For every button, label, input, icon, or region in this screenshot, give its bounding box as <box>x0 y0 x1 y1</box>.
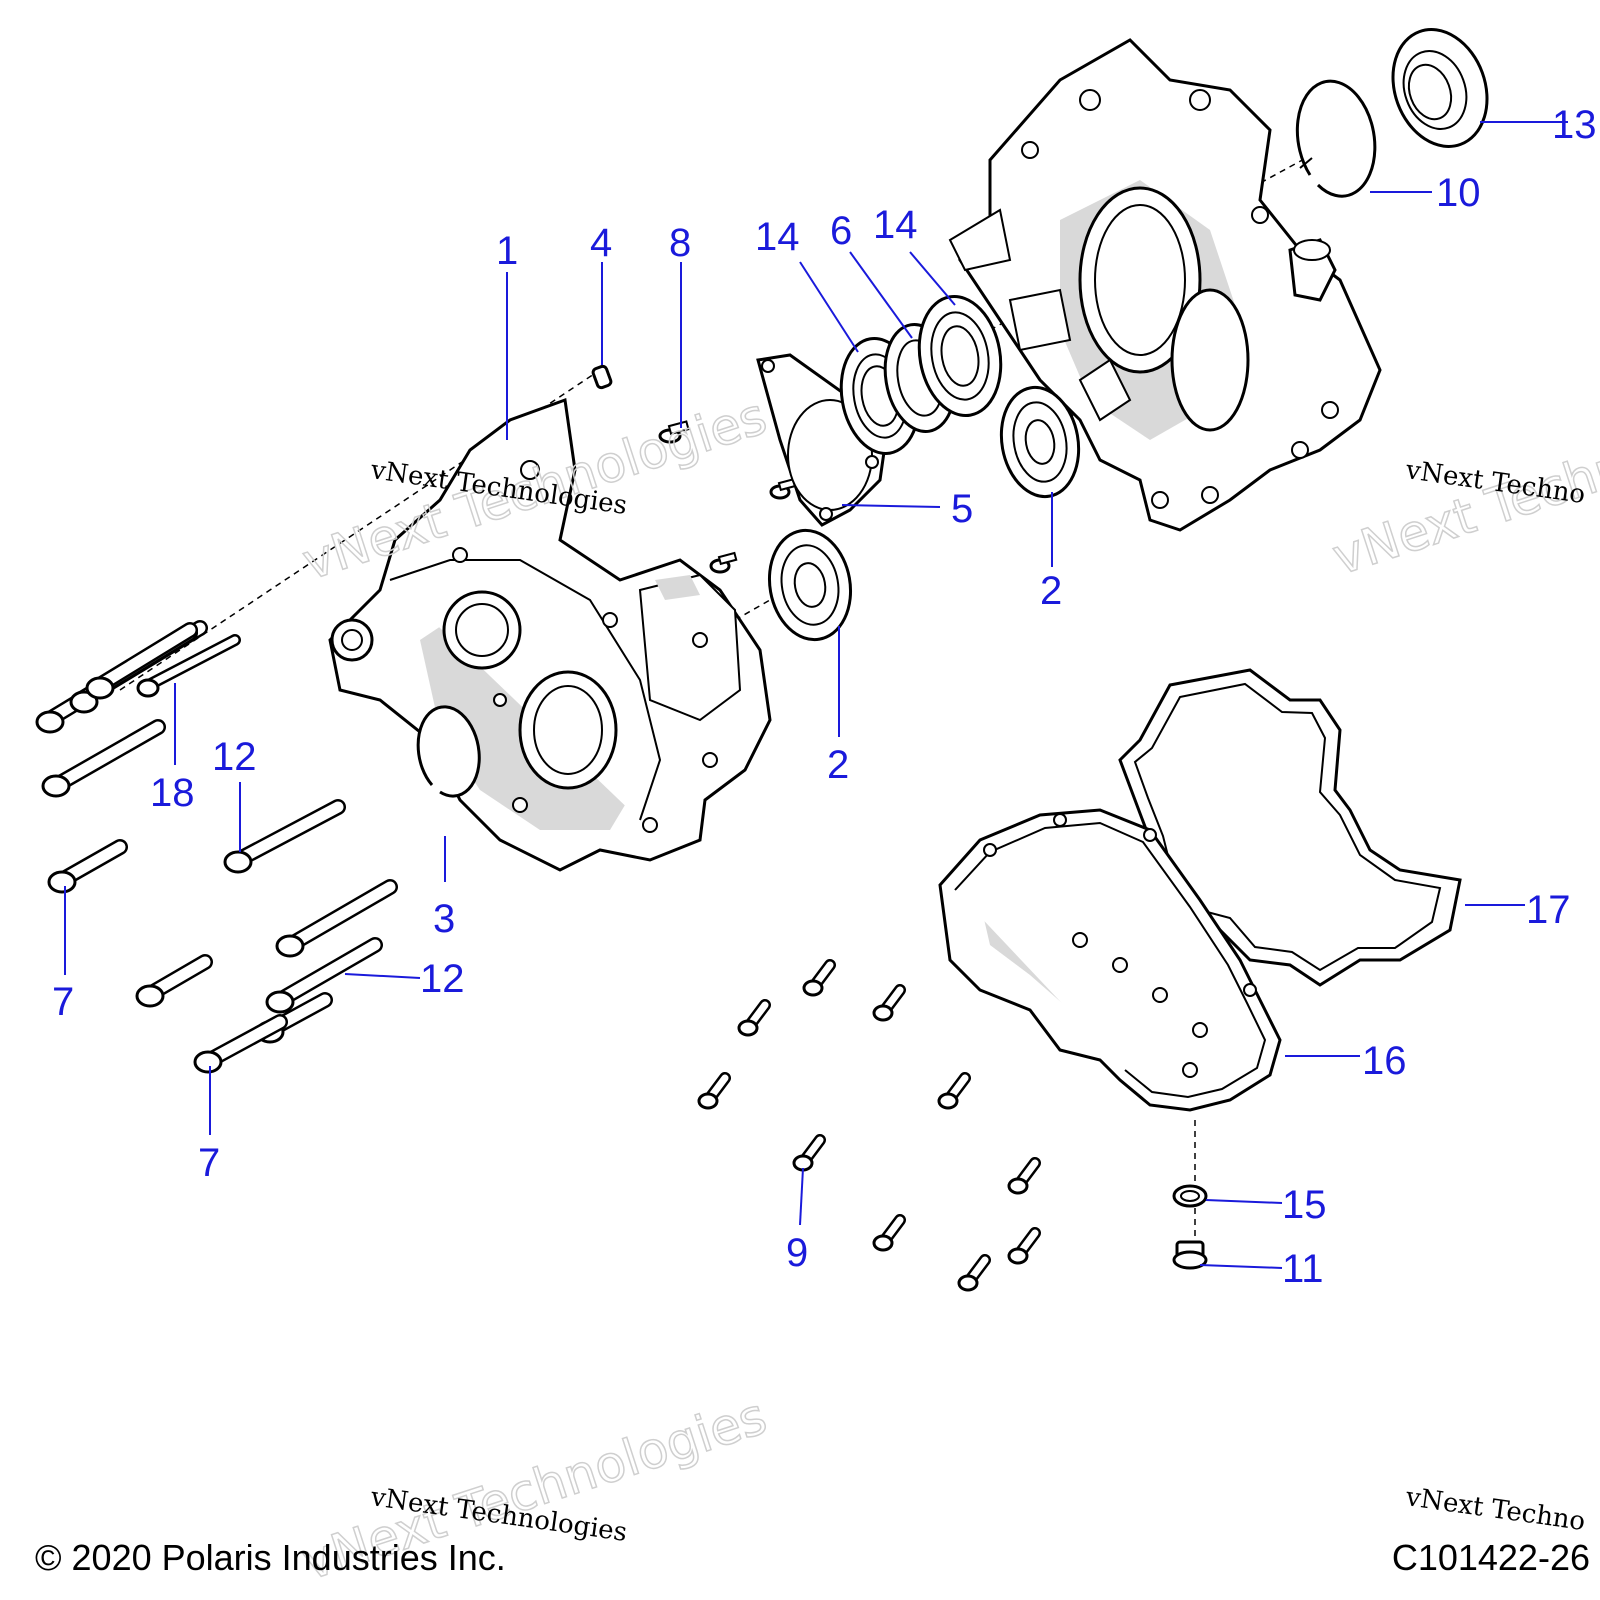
callout-12-upper: 12 <box>212 735 257 779</box>
callout-16: 16 <box>1362 1039 1407 1083</box>
callout-7-lower: 7 <box>198 1141 220 1185</box>
screw-lower <box>709 551 738 574</box>
bolt <box>872 984 906 1022</box>
dowel-pin-4 <box>591 364 613 390</box>
bolt <box>135 954 213 1008</box>
callout-1: 1 <box>496 229 518 273</box>
bearing-2-right <box>999 385 1081 499</box>
bolt <box>792 1134 826 1172</box>
figure-id: C101422-26 <box>1392 1537 1590 1578</box>
callout-14-right: 14 <box>873 203 918 247</box>
bolt-12-lower <box>265 937 383 1014</box>
callout-13: 13 <box>1552 103 1597 147</box>
callout-14-left: 14 <box>755 215 800 259</box>
bearing-retainer-plate <box>756 353 887 527</box>
bolt <box>737 999 771 1037</box>
oil-pan-bolts-9 <box>697 959 1041 1292</box>
callout-2-left: 2 <box>827 743 849 787</box>
callout-12-lower: 12 <box>420 957 465 1001</box>
callout-8: 8 <box>669 221 691 265</box>
washer-15 <box>1172 1184 1208 1208</box>
callout-7-upper: 7 <box>52 980 74 1024</box>
bolt <box>697 1072 731 1110</box>
bolt <box>957 1254 991 1292</box>
drain-plug-11 <box>1172 1240 1208 1270</box>
bearing-14-rear <box>917 295 1003 417</box>
bolt <box>275 879 398 958</box>
bolt <box>1007 1227 1041 1265</box>
callout-15: 15 <box>1282 1183 1327 1227</box>
screw-8 <box>658 420 690 444</box>
callout-9: 9 <box>786 1231 808 1275</box>
leader-lines <box>64 121 1568 1269</box>
copyright-notice: © 2020 Polaris Industries Inc. <box>35 1537 506 1578</box>
callout-10: 10 <box>1436 171 1481 215</box>
oil-pan-16 <box>938 808 1282 1112</box>
callout-11: 11 <box>1282 1247 1324 1291</box>
bolt <box>1007 1157 1041 1195</box>
callout-5: 5 <box>951 487 973 531</box>
bolt <box>872 1214 906 1252</box>
watermark-small-bottom-right: vNext Techno <box>1403 1482 1587 1537</box>
bolt <box>41 719 166 798</box>
bolt <box>47 839 128 894</box>
callout-2-right: 2 <box>1040 569 1062 613</box>
oil-seal-13 <box>1391 28 1489 148</box>
callout-18: 18 <box>150 771 195 815</box>
bolt <box>937 1072 971 1110</box>
callout-labels: 1 4 8 14 6 14 13 10 5 2 2 18 12 3 7 12 7… <box>52 103 1597 1291</box>
snap-ring-3 <box>416 705 481 798</box>
crankcase-bolts <box>35 620 398 1074</box>
callout-17: 17 <box>1526 888 1571 932</box>
callout-6: 6 <box>830 209 852 253</box>
bolt <box>85 622 198 700</box>
bolt <box>802 959 836 997</box>
bolt-12-upper <box>223 799 346 874</box>
callout-4: 4 <box>590 221 612 265</box>
crankcase-right-half <box>948 38 1382 532</box>
bearing-2-left <box>767 528 853 642</box>
snap-ring-10 <box>1295 79 1377 198</box>
bolt <box>193 1014 288 1074</box>
stud-18 <box>136 634 241 698</box>
screw-upper <box>769 477 798 500</box>
callout-3: 3 <box>433 897 455 941</box>
